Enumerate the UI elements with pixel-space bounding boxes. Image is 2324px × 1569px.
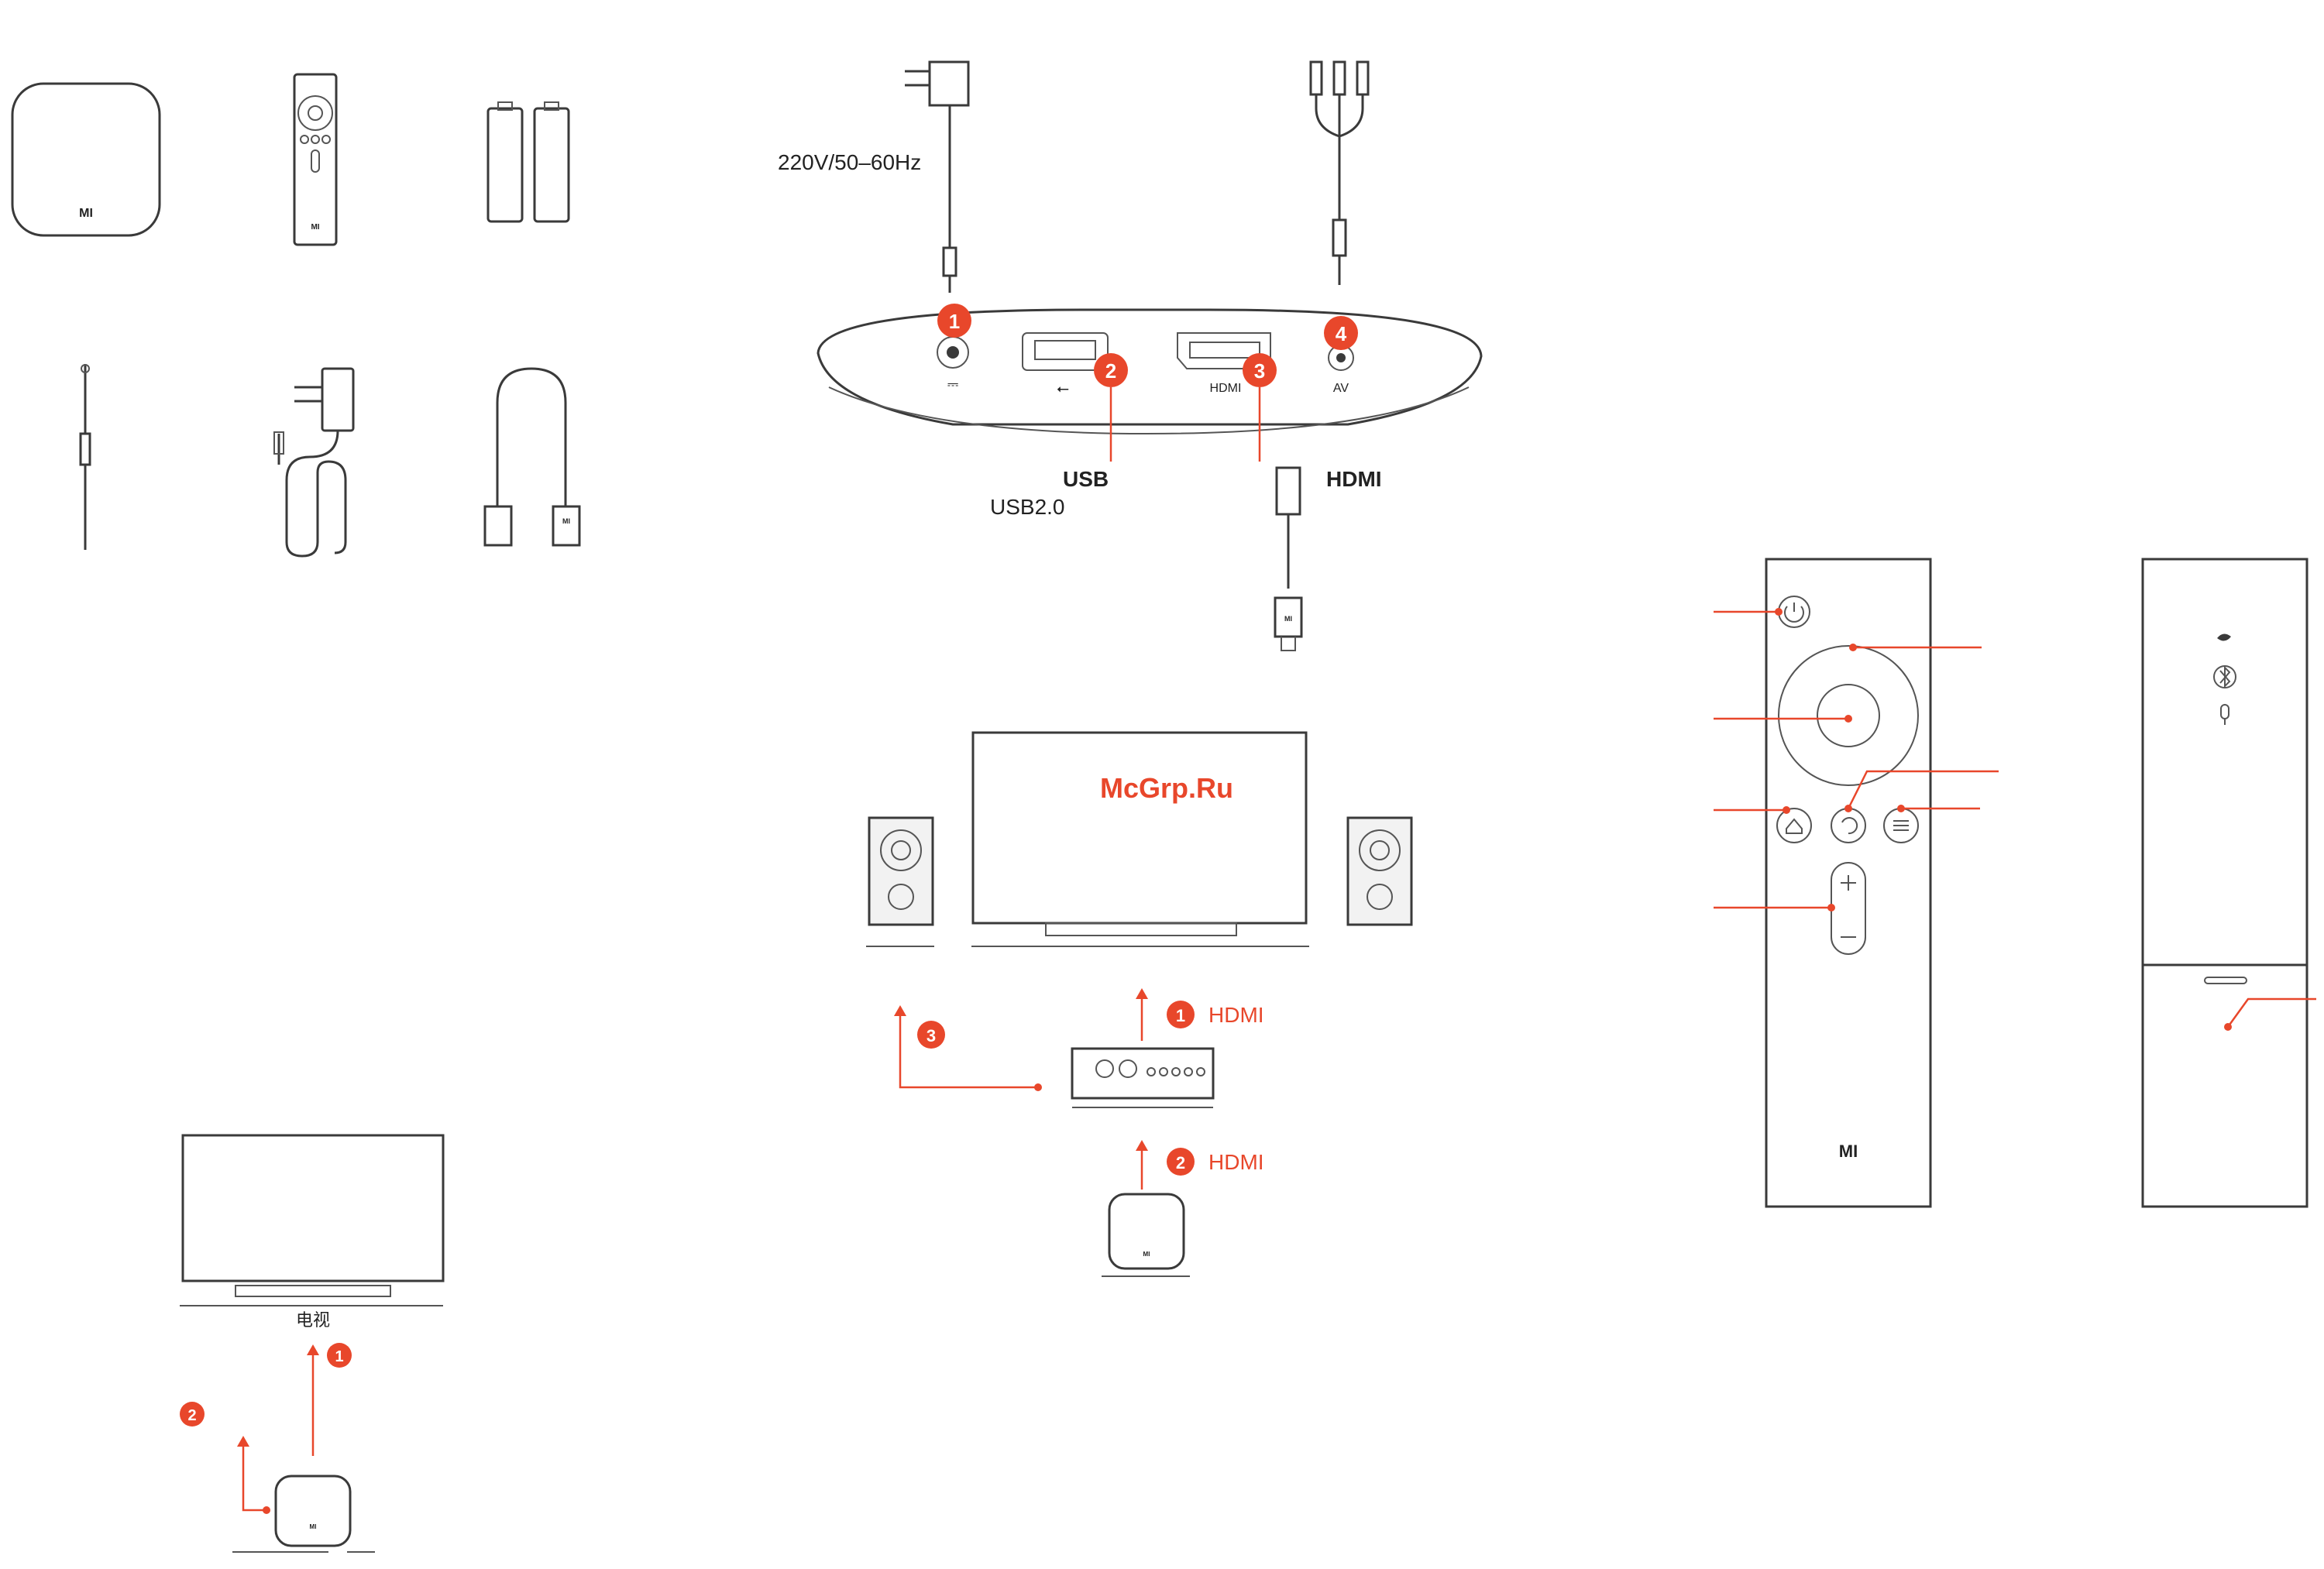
box-logo: MI (79, 207, 93, 220)
badge-4: 4 (1324, 316, 1358, 350)
setup-badge-3: 3 (927, 1026, 936, 1045)
volume-up-icon (1841, 875, 1856, 891)
av-receiver (1071, 1047, 1215, 1108)
speaker-left (866, 816, 934, 947)
remote-item: MI (293, 73, 338, 246)
tv-badge-2: 2 (187, 1407, 196, 1424)
badge-3: 3 (1243, 353, 1277, 387)
tv-badge-1: 1 (335, 1348, 343, 1365)
tv-setup-box: MI (232, 1475, 375, 1553)
batteries-item (486, 101, 570, 223)
hdmi-cable-logo: MI (562, 517, 570, 525)
setup-badge-2: 2 (1176, 1153, 1185, 1172)
svg-text:MI: MI (1143, 1251, 1150, 1258)
hdmi-cable-item: MI (483, 367, 581, 547)
av-cable (1309, 60, 1370, 285)
bluetooth-icon (2213, 665, 2236, 688)
hdmi-cable-connector: MI (1274, 466, 1303, 651)
port-diagram: 220V/50–60Hz ⎓ ⭠ HDMI (778, 60, 1483, 651)
adapter-item (273, 367, 355, 558)
tv-label: 电视 (296, 1310, 330, 1330)
strap-item (79, 364, 91, 550)
setup-badge-1: 1 (1176, 1006, 1185, 1025)
home-theater-setup: McGrp.Ru (866, 731, 1413, 1277)
usb-port-symbol: ⭠ (1057, 380, 1069, 397)
svg-text:2: 2 (1105, 359, 1116, 383)
svg-text:MI: MI (310, 1523, 317, 1530)
watermark: McGrp.Ru (1100, 772, 1233, 804)
power-plug (905, 60, 970, 293)
tv-screen (971, 731, 1308, 925)
hdmi-title: HDMI (1326, 467, 1382, 491)
setup-box: MI (1102, 1193, 1190, 1277)
remote-front-logo: MI (1839, 1142, 1858, 1161)
remote-back (2141, 558, 2316, 1208)
dc-port-symbol: ⎓ (947, 376, 958, 392)
usb-title: USB (1063, 467, 1109, 491)
tv-basic (181, 1134, 445, 1282)
power-spec: 220V/50–60Hz (778, 150, 921, 174)
hdmi-port-label: HDMI (1210, 382, 1242, 395)
av-port-label: AV (1333, 382, 1349, 395)
usb-port: ⭠ (1022, 332, 1109, 397)
tv-setup: 电视 1 2 MI (180, 1134, 445, 1553)
dc-port: ⎓ (937, 336, 969, 392)
usb-subtitle: USB2.0 (990, 495, 1065, 519)
remote-logo: MI (311, 223, 319, 232)
leaf-icon (2217, 633, 2231, 641)
package-contents: MI MI (11, 73, 581, 558)
svg-text:MI: MI (1284, 615, 1292, 623)
svg-text:4: 4 (1336, 322, 1347, 345)
svg-text:1: 1 (949, 310, 960, 333)
ok-button (1817, 684, 1880, 747)
badge-2: 2 (1094, 353, 1128, 387)
remote-front: MI (1714, 558, 1999, 1208)
svg-text:3: 3 (1254, 359, 1265, 383)
badge-1: 1 (937, 304, 971, 338)
dpad-ring (1778, 645, 1919, 786)
hdmi-port: HDMI (1177, 332, 1271, 395)
box-item: MI (11, 82, 161, 237)
speaker-right (1346, 816, 1413, 926)
setup-hdmi-a: HDMI (1208, 1003, 1264, 1027)
home-icon (1776, 808, 1812, 843)
setup-hdmi-b: HDMI (1208, 1150, 1264, 1174)
box-body (816, 308, 1483, 426)
